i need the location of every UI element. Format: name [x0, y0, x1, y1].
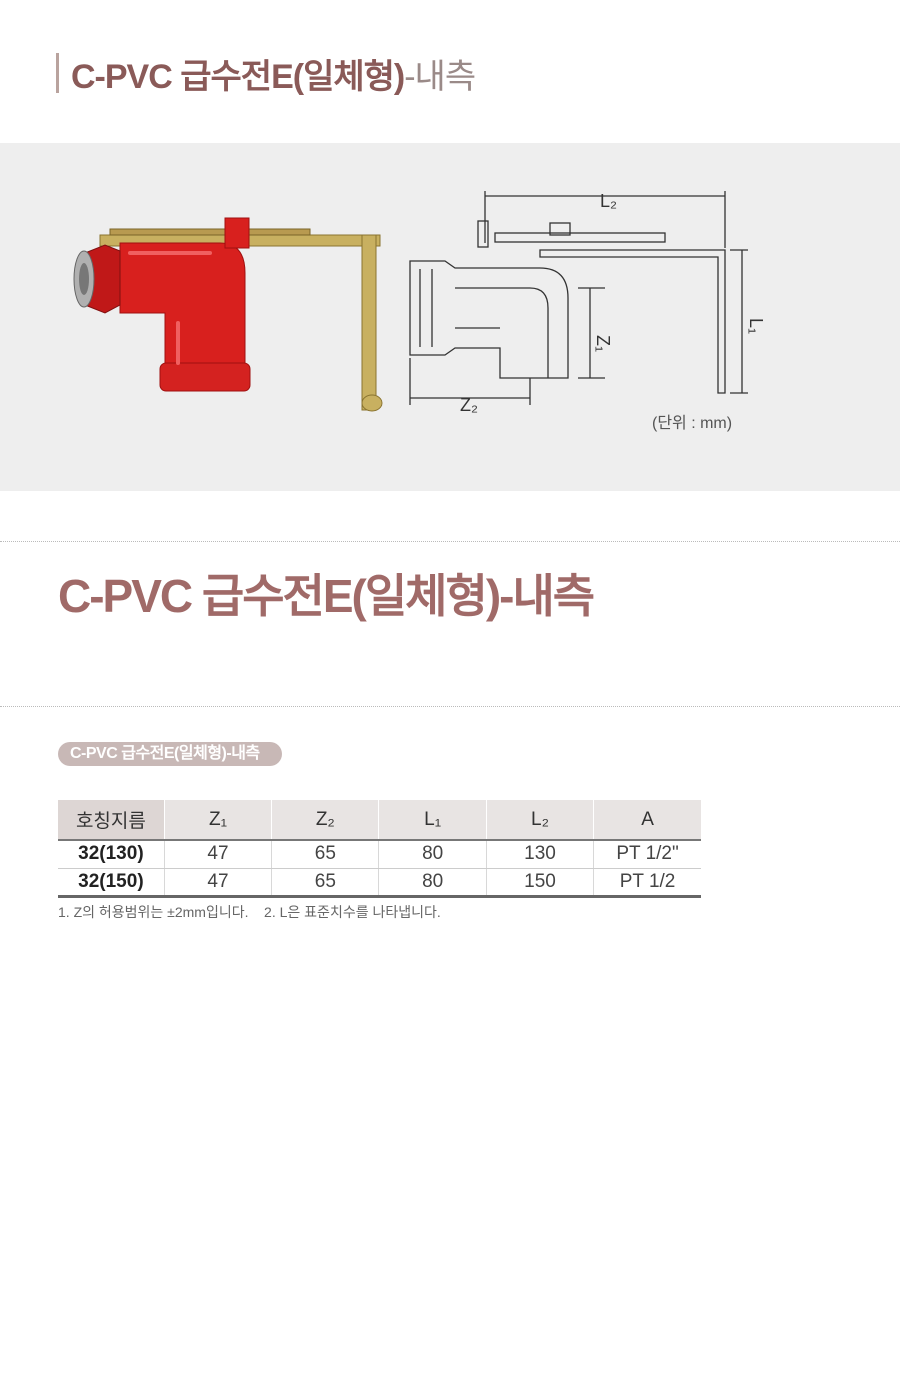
header-nominal-size: 호칭지름 — [58, 800, 165, 841]
cell-size: 32(150) — [58, 868, 165, 898]
product-figure-panel: L₂ Z₂ Z₁ L₁ (단위 : mm) — [0, 143, 900, 491]
page-title-main: C-PVC 급수전E(일체형) — [71, 57, 405, 96]
title-accent-bar — [56, 53, 59, 93]
header-z1: Z₁ — [164, 800, 273, 841]
table-header-row: 호칭지름 Z₁ Z₂ L₁ L₂ A — [58, 800, 701, 841]
table-notes: 1. Z의 허용범위는 ±2mm입니다. 2. L은 표준치수를 나타냅니다. — [58, 904, 441, 920]
dimension-drawing: L₂ Z₂ Z₁ L₁ — [409, 191, 766, 415]
label-z2: Z₂ — [460, 395, 478, 415]
cell-a: PT 1/2" — [593, 840, 701, 869]
unit-note: (단위 : mm) — [652, 415, 733, 432]
page-title-sub: -내측 — [404, 57, 476, 96]
label-z1: Z₁ — [593, 335, 613, 352]
header-a: A — [593, 800, 701, 841]
cell-z2: 65 — [271, 840, 380, 869]
cell-l1: 80 — [378, 840, 487, 869]
spec-table: 호칭지름 Z₁ Z₂ L₁ L₂ A 32(130) 47 65 80 130 … — [58, 800, 701, 898]
cell-z2: 65 — [271, 868, 380, 898]
cell-z1: 47 — [164, 868, 273, 898]
cell-a: PT 1/2 — [593, 868, 701, 898]
header-z2: Z₂ — [271, 800, 380, 841]
cell-z1: 47 — [164, 840, 273, 869]
divider — [0, 706, 900, 707]
section-title: C-PVC 급수전E(일체형)-내측 — [58, 570, 595, 622]
divider — [0, 541, 900, 542]
cell-l1: 80 — [378, 868, 487, 898]
cell-size: 32(130) — [58, 840, 165, 869]
spec-badge: C-PVC 급수전E(일체형)-내측 — [58, 742, 282, 766]
label-l1: L₁ — [746, 318, 766, 334]
label-l2: L₂ — [600, 191, 617, 211]
header-l2: L₂ — [486, 800, 595, 841]
page-title: C-PVC 급수전E(일체형) -내측 — [56, 52, 476, 96]
header-l1: L₁ — [378, 800, 487, 841]
cell-l2: 150 — [486, 868, 595, 898]
table-row: 32(130) 47 65 80 130 PT 1/2" — [58, 840, 701, 869]
product-photo — [73, 217, 383, 412]
cell-l2: 130 — [486, 840, 595, 869]
table-row: 32(150) 47 65 80 150 PT 1/2 — [58, 868, 701, 898]
